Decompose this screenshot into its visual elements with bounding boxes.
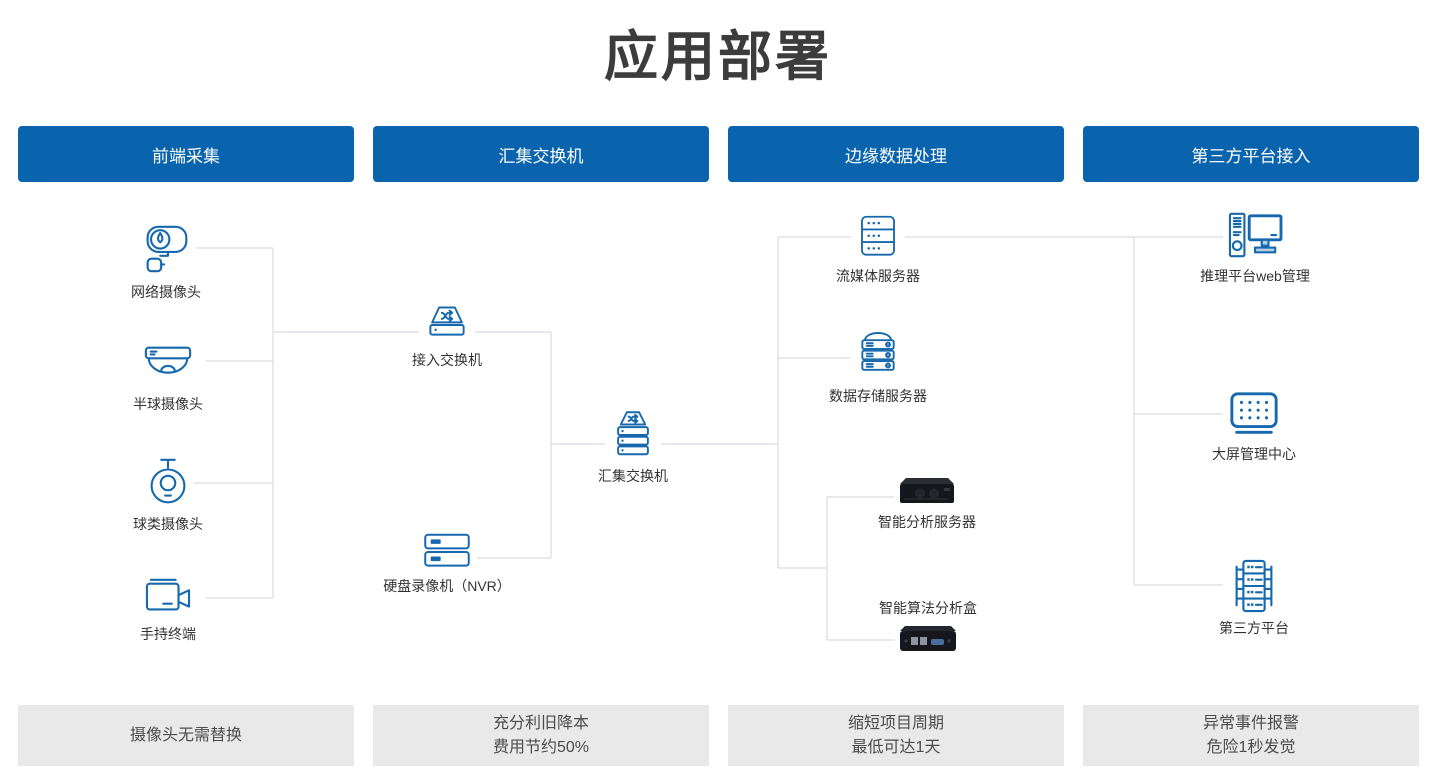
benefit-cost-saving: 充分利旧降本 费用节约50% [373,705,709,766]
node-label: 第三方平台 [1219,620,1289,636]
node-label: 智能算法分析盒 [879,600,977,616]
node-label: 大屏管理中心 [1212,446,1296,462]
server-dots-icon [861,215,895,256]
page-title: 应用部署 [604,27,832,87]
benefit-event-alarm: 异常事件报警 危险1秒发觉 [1083,705,1419,766]
node-handheld-terminal: 手持终端 [98,576,238,644]
node-storage-server: 数据存储服务器 [808,328,948,406]
node-ball-camera: 球类摄像头 [98,456,238,534]
header-aggregation-switch: 汇集交换机 [373,126,709,182]
node-label: 网络摄像头 [131,284,201,300]
node-label: 流媒体服务器 [836,268,920,284]
node-ai-server: 智能分析服务器 [857,474,997,532]
node-web-management: 推理平台web管理 [1185,210,1325,286]
benefit-line: 异常事件报警 [1202,715,1299,733]
benefit-no-camera-replacement: 摄像头无需替换 [18,705,354,766]
node-ai-box: 智能算法分析盒 [858,598,998,654]
bullet-camera-icon [146,225,188,273]
benefit-shorter-cycle: 缩短项目周期 最低可达1天 [728,705,1064,766]
header-edge-processing: 边缘数据处理 [728,126,1064,182]
node-nvr: 硬盘录像机（NVR） [377,532,517,596]
node-label: 汇集交换机 [598,468,668,484]
storage-server-icon [861,332,895,371]
node-aggregation-switch: 汇集交换机 [563,408,703,486]
node-label: 数据存储服务器 [829,388,927,404]
stacked-switch-icon [617,411,649,456]
rack-server-photo [900,478,954,503]
node-label: 智能分析服务器 [878,514,976,530]
dome-camera-icon [144,346,192,374]
node-third-party-platform: 第三方平台 [1184,558,1324,638]
benefit-line: 危险1秒发觉 [1206,738,1296,756]
desktop-computer-icon [1228,212,1283,258]
rack-platform-icon [1235,559,1273,613]
benefit-line: 充分利旧降本 [492,715,589,733]
node-label: 推理平台web管理 [1200,268,1310,284]
node-label: 硬盘录像机（NVR） [383,578,511,594]
ball-camera-icon [150,458,186,504]
node-access-switch: 接入交换机 [377,304,517,370]
node-media-server: 流媒体服务器 [808,212,948,286]
analysis-box-photo [900,626,956,651]
node-label: 球类摄像头 [133,516,203,532]
node-big-screen: 大屏管理中心 [1184,388,1324,464]
header-frontend-collection: 前端采集 [18,126,354,182]
big-screen-icon [1230,392,1278,434]
node-dome-camera: 半球摄像头 [98,340,238,414]
node-label: 半球摄像头 [133,396,203,412]
handheld-camera-icon [145,578,191,611]
node-label: 接入交换机 [412,352,482,368]
node-label: 手持终端 [140,626,196,642]
header-thirdparty-access: 第三方平台接入 [1083,126,1419,182]
switch-icon [429,306,465,336]
benefit-line: 摄像头无需替换 [129,726,242,744]
nvr-icon [424,533,470,567]
benefit-line: 费用节约50% [492,738,590,756]
node-network-camera: 网络摄像头 [96,220,236,302]
benefit-line: 缩短项目周期 [847,715,944,733]
benefit-line: 最低可达1天 [851,738,941,756]
